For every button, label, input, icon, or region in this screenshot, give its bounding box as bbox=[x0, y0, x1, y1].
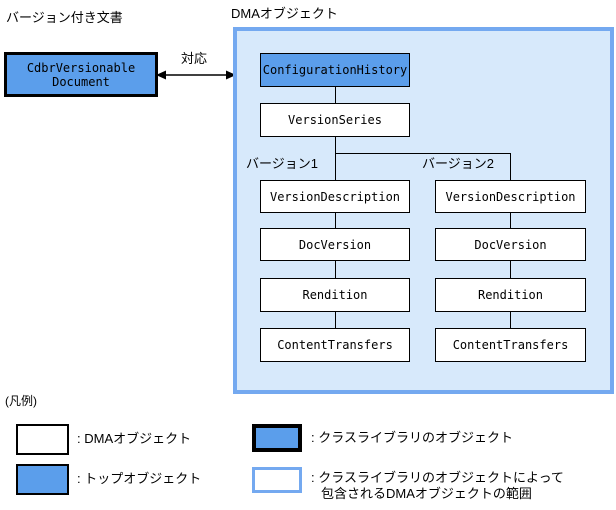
doc-version-box-1: DocVersion bbox=[260, 228, 410, 261]
correspondence-arrow bbox=[156, 70, 236, 80]
connector-line bbox=[335, 153, 336, 180]
cdbr-versionable-document-line2: Document bbox=[52, 74, 110, 89]
legend-swatch-dma-object bbox=[16, 424, 69, 455]
legend-swatch-dma-range bbox=[252, 467, 302, 493]
connector-line bbox=[510, 312, 511, 328]
legend-label-dma-range: : クラスライブラリのオブジェクトによって 包含されるDMAオブジェクトの範囲 bbox=[311, 470, 564, 502]
connector-line bbox=[335, 261, 336, 278]
version-series-box: VersionSeries bbox=[260, 103, 410, 137]
versioned-doc-label: バージョン付き文書 bbox=[6, 10, 123, 25]
connector-line bbox=[335, 87, 336, 103]
version-description-box-2: VersionDescription bbox=[435, 180, 586, 213]
legend-label-top-object: : トップオブジェクト bbox=[77, 471, 202, 486]
doc-version-box-2: DocVersion bbox=[435, 228, 586, 261]
legend-label-class-library-object: : クラスライブラリのオブジェクト bbox=[311, 430, 513, 445]
connector-line bbox=[510, 213, 511, 228]
connector-line bbox=[335, 213, 336, 228]
content-transfers-box-2: ContentTransfers bbox=[435, 328, 586, 362]
version1-label: バージョン1 bbox=[246, 156, 318, 171]
connector-line bbox=[510, 153, 511, 180]
legend-label-dma-range-line1: : クラスライブラリのオブジェクトによって bbox=[311, 470, 564, 485]
configuration-history-box: ConfigurationHistory bbox=[260, 53, 410, 87]
version2-label: バージョン2 bbox=[422, 156, 494, 171]
connector-line bbox=[335, 137, 336, 153]
legend-label-dma-range-line2: 包含されるDMAオブジェクトの範囲 bbox=[321, 486, 532, 501]
content-transfers-box-1: ContentTransfers bbox=[260, 328, 410, 362]
connector-line bbox=[335, 153, 511, 154]
rendition-box-1: Rendition bbox=[260, 278, 410, 312]
connector-line bbox=[335, 312, 336, 328]
cdbr-versionable-document-box: CdbrVersionable Document bbox=[4, 52, 158, 97]
dma-title: DMAオブジェクト bbox=[231, 6, 338, 21]
dma-container: ConfigurationHistory VersionSeries バージョン… bbox=[233, 27, 614, 394]
connector-line bbox=[510, 261, 511, 278]
cdbr-versionable-document-line1: CdbrVersionable bbox=[26, 60, 136, 75]
legend-label-dma-object: : DMAオブジェクト bbox=[77, 431, 192, 446]
legend-swatch-class-library-object bbox=[252, 424, 302, 452]
legend-title: (凡例) bbox=[5, 394, 37, 408]
rendition-box-2: Rendition bbox=[435, 278, 586, 312]
correspondence-label: 対応 bbox=[181, 51, 208, 66]
legend-swatch-top-object bbox=[16, 464, 69, 495]
version-description-box-1: VersionDescription bbox=[260, 180, 410, 213]
